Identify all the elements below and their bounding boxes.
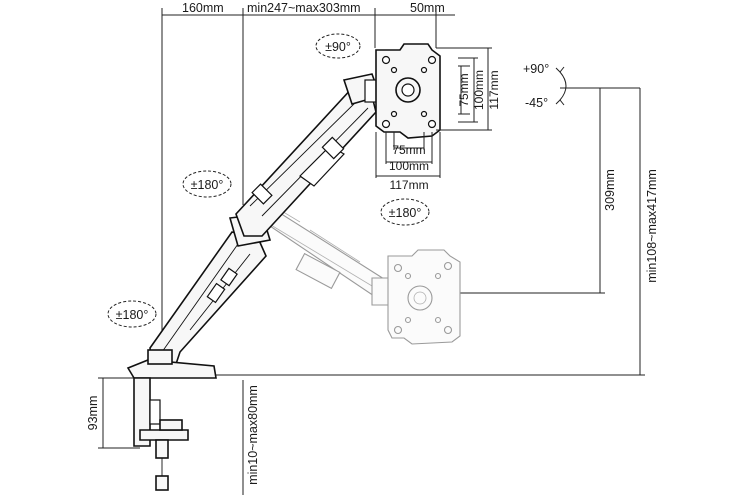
rotation-badge-base: ±180° (107, 300, 157, 328)
tilt-indicator: +90° -45° (523, 62, 567, 110)
dimension-labels: 160mm min247~max303mm 50mm 75mm 100mm 11… (86, 1, 659, 485)
base-swivel-label: ±180° (116, 308, 149, 322)
monitor-swivel-label: ±180° (389, 206, 422, 220)
total-height-label: min108~max417mm (645, 169, 659, 283)
vesa-vertical-75-label: 75mm (457, 73, 471, 106)
desk-thickness-label: min10~max80mm (246, 385, 260, 485)
monitor-arm (149, 73, 382, 365)
clamp-body (133, 377, 151, 447)
desk-clamp (126, 349, 217, 491)
height-travel-label: 309mm (603, 169, 617, 211)
lowered-arm-ghost (257, 207, 461, 345)
dimension-lines (98, 8, 645, 495)
clamp-height-label: 93mm (86, 396, 100, 431)
vesa-plate (375, 43, 441, 139)
vesa-dimension-lines (375, 47, 492, 178)
rotation-badge-monitor: ±90° (315, 33, 361, 59)
tilt-down-label: -45° (525, 96, 548, 110)
rotation-badge-arm: ±180° (182, 170, 232, 198)
vesa-vertical-100-label: 100mm (472, 70, 486, 110)
top-left-offset-label: 160mm (182, 1, 224, 15)
vesa-horizontal-100-label: 100mm (389, 159, 429, 173)
top-right-offset-label: 50mm (410, 1, 445, 15)
upper-arm (235, 84, 377, 237)
vesa-horizontal-75-label: 75mm (392, 143, 425, 157)
vesa-horizontal-117-label: 117mm (389, 178, 428, 192)
tilt-up-label: +90° (523, 62, 549, 76)
rotation-badge-head: ±180° (380, 198, 430, 226)
vesa-vertical-117-label: 117mm (487, 70, 501, 109)
arm-extension-label: min247~max303mm (247, 1, 361, 15)
arm-swivel-label: ±180° (191, 178, 224, 192)
monitor-rotate-label: ±90° (325, 40, 351, 54)
